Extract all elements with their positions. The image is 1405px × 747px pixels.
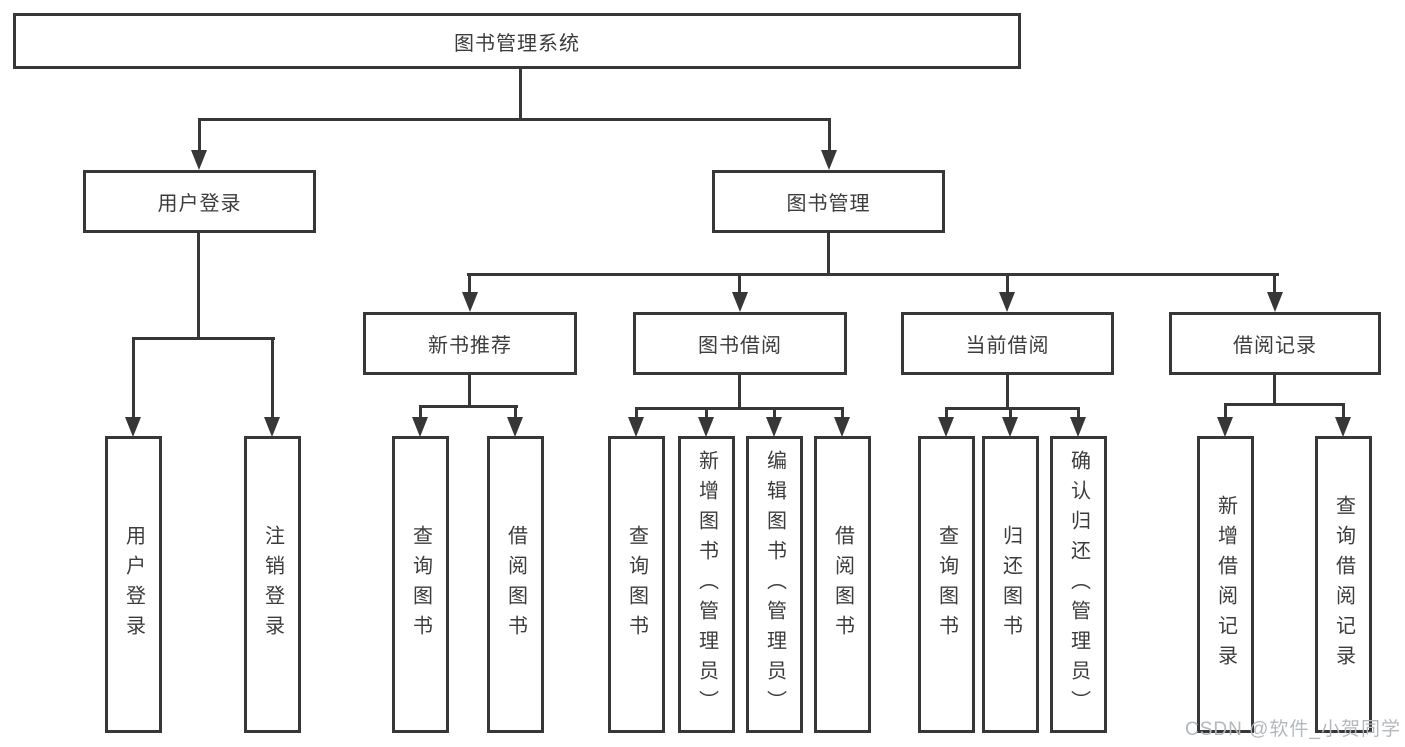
node-label: 归还图书: [999, 524, 1022, 645]
connector-borrowing-records-rail: [1224, 403, 1345, 406]
connector-stub-leaf: [635, 407, 638, 417]
node-library-management-system: 图书管理系统: [13, 13, 1021, 69]
connector-stub-book-borrowing: [738, 273, 741, 292]
node-add-borrowing-record: 新增借阅记录: [1197, 436, 1254, 733]
connector-stub-new-book: [468, 273, 471, 292]
node-label: 查询图书: [935, 524, 958, 645]
arrow-down-icon: [999, 292, 1015, 312]
node-query-books-current: 查询图书: [918, 436, 975, 733]
connector-stub-book-management: [828, 118, 831, 152]
arrow-down-icon: [1002, 417, 1018, 437]
arrow-down-icon: [462, 292, 478, 312]
arrow-down-icon: [834, 417, 850, 437]
node-current-borrowing: 当前借阅: [901, 312, 1114, 375]
node-label: 查询图书: [409, 524, 432, 645]
connector-stub-leaf: [945, 407, 948, 417]
node-edit-books-admin: 编辑图书（管理员）: [746, 436, 803, 733]
node-label: 编辑图书（管理员）: [763, 449, 786, 720]
connector-stub-leaf: [514, 405, 517, 417]
node-user-login: 用户登录: [83, 170, 316, 233]
connector-stub-borrowing-records: [1273, 273, 1276, 292]
connector-stub-leaf: [1224, 403, 1227, 417]
node-label: 新增借阅记录: [1214, 494, 1237, 675]
node-label: 注销登录: [261, 524, 284, 645]
node-label: 查询借阅记录: [1332, 494, 1355, 675]
connector-book-borrowing-trunk: [738, 375, 741, 407]
arrow-down-icon: [1217, 417, 1233, 437]
connector-user-login-trunk: [197, 233, 200, 337]
arrow-down-icon: [698, 417, 714, 437]
node-query-books-borrowing: 查询图书: [608, 436, 665, 733]
connector-stub-login-leaf: [132, 337, 135, 417]
connector-new-book-rail: [419, 405, 518, 408]
arrow-down-icon: [766, 417, 782, 437]
connector-book-borrowing-rail: [635, 407, 844, 410]
node-logout-leaf: 注销登录: [244, 436, 301, 733]
arrow-down-icon: [628, 417, 644, 437]
arrow-down-icon: [1070, 417, 1086, 437]
node-book-management: 图书管理: [712, 170, 945, 233]
arrow-down-icon: [412, 417, 428, 437]
arrow-down-icon: [507, 417, 523, 437]
csdn-watermark: CSDN @软件_小贺同学: [1185, 719, 1401, 740]
connector-stub-leaf: [1009, 407, 1012, 417]
connector-user-login-rail: [132, 337, 275, 340]
connector-stub-leaf: [773, 407, 776, 417]
arrow-down-icon: [125, 417, 141, 437]
node-add-books-admin: 新增图书（管理员）: [678, 436, 735, 733]
arrow-down-icon: [821, 150, 837, 170]
connector-stub-user-login: [198, 118, 201, 152]
node-borrow-books-borrowing: 借阅图书: [814, 436, 871, 733]
node-label: 用户登录: [122, 524, 145, 645]
node-confirm-return-admin: 确认归还（管理员）: [1050, 436, 1107, 733]
connector-current-borrowing-rail: [945, 407, 1080, 410]
arrow-down-icon: [1335, 417, 1351, 437]
node-return-books: 归还图书: [982, 436, 1039, 733]
connector-stub-leaf: [841, 407, 844, 417]
node-borrowing-records: 借阅记录: [1169, 312, 1381, 375]
connector-stub-leaf: [1342, 403, 1345, 417]
node-label: 确认归还（管理员）: [1067, 449, 1090, 720]
connector-book-management-rail: [467, 273, 1279, 276]
node-query-borrowing-record: 查询借阅记录: [1315, 436, 1372, 733]
connector-stub-leaf: [705, 407, 708, 417]
node-label: 借阅图书: [831, 524, 854, 645]
arrow-down-icon: [732, 292, 748, 312]
node-new-book-recommendation: 新书推荐: [363, 312, 577, 375]
connector-book-management-trunk: [827, 233, 830, 273]
node-user-login-leaf: 用户登录: [105, 436, 162, 733]
connector-new-book-trunk: [468, 375, 471, 405]
connector-stub-leaf: [419, 405, 422, 417]
node-book-borrowing: 图书借阅: [633, 312, 847, 375]
connector-stub-current-borrowing: [1006, 273, 1009, 292]
arrow-down-icon: [1267, 292, 1283, 312]
arrow-down-icon: [938, 417, 954, 437]
connector-stub-logout-leaf: [271, 337, 274, 417]
node-borrow-books-recommend: 借阅图书: [487, 436, 544, 733]
node-label: 新增图书（管理员）: [695, 449, 718, 720]
connector-current-borrowing-trunk: [1006, 375, 1009, 407]
connector-borrowing-records-trunk: [1273, 375, 1276, 403]
node-label: 借阅图书: [504, 524, 527, 645]
connector-root-rail: [198, 118, 831, 121]
arrow-down-icon: [264, 417, 280, 437]
node-query-books-recommend: 查询图书: [392, 436, 449, 733]
arrow-down-icon: [191, 150, 207, 170]
node-label: 查询图书: [625, 524, 648, 645]
connector-stub-leaf: [1077, 407, 1080, 417]
connector-root-trunk: [519, 69, 522, 118]
